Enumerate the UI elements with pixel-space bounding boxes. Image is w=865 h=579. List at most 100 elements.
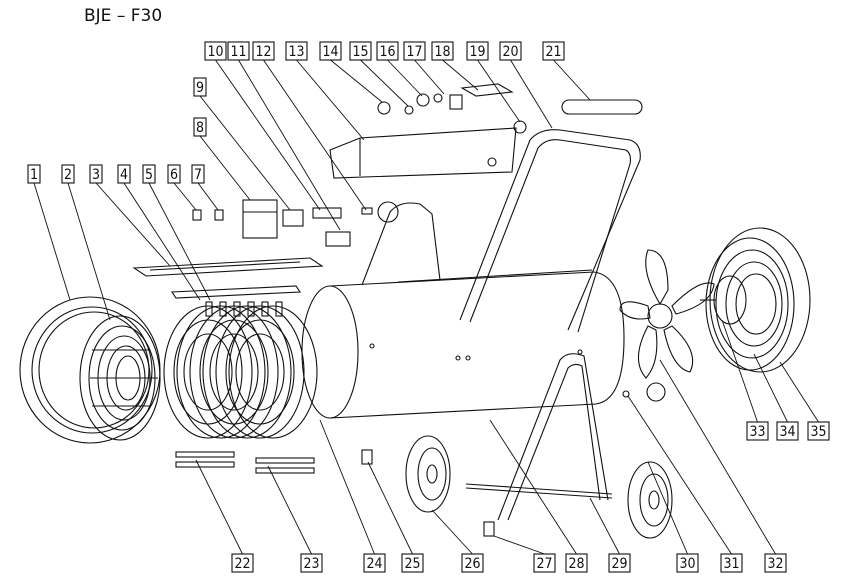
label-text-5: 5	[145, 167, 153, 183]
part-8-control-box	[242, 199, 278, 239]
leader-8	[199, 135, 251, 201]
part-2-front-guard	[79, 315, 161, 441]
part-label-32: 32	[764, 553, 787, 573]
leader-10	[215, 59, 321, 211]
label-text-8: 8	[196, 120, 204, 136]
label-box-8	[193, 117, 207, 137]
label-box-24	[363, 553, 386, 573]
part-26-wheel	[405, 435, 451, 513]
label-text-13: 13	[288, 44, 304, 60]
part-label-4: 4	[117, 164, 131, 184]
part-35-rear-ring	[709, 227, 811, 373]
part-label-15: 15	[349, 41, 372, 61]
label-text-7: 7	[194, 167, 202, 183]
leader-22	[195, 459, 243, 555]
label-box-21	[542, 41, 565, 61]
label-box-30	[676, 553, 699, 573]
part-label-31: 31	[720, 553, 743, 573]
part-label-11: 11	[227, 41, 250, 61]
label-box-33	[746, 421, 769, 441]
label-text-27: 27	[536, 556, 552, 572]
leader-28	[489, 419, 577, 555]
leader-34	[753, 353, 788, 423]
part-label-17: 17	[403, 41, 426, 61]
label-box-10	[204, 41, 227, 61]
part-30-wheel	[627, 461, 673, 539]
label-text-14: 14	[322, 44, 338, 60]
label-text-12: 12	[255, 44, 271, 60]
part-label-35: 35	[807, 421, 830, 441]
part-9-12-switches	[282, 207, 373, 247]
part-label-29: 29	[608, 553, 631, 573]
label-text-21: 21	[545, 44, 561, 60]
part-label-30: 30	[676, 553, 699, 573]
leader-27	[493, 535, 545, 555]
label-box-28	[565, 553, 588, 573]
leader-32	[659, 359, 776, 555]
leader-lines	[33, 59, 819, 555]
leader-20	[510, 59, 553, 129]
part-label-16: 16	[376, 41, 399, 61]
part-21-handle-grip	[561, 99, 643, 115]
leader-16	[387, 59, 423, 97]
part-33-motor	[700, 275, 747, 325]
part-label-5: 5	[142, 164, 156, 184]
part-label-28: 28	[565, 553, 588, 573]
label-text-25: 25	[404, 556, 420, 572]
label-text-18: 18	[434, 44, 450, 60]
label-text-22: 22	[234, 556, 250, 572]
motor-bracket	[361, 201, 441, 286]
label-text-30: 30	[679, 556, 695, 572]
part-label-9: 9	[193, 77, 207, 97]
label-text-24: 24	[366, 556, 382, 572]
part-label-14: 14	[319, 41, 342, 61]
leader-12	[263, 59, 367, 211]
leader-35	[779, 361, 819, 423]
leader-7	[197, 182, 219, 211]
label-text-9: 9	[196, 80, 204, 96]
leader-24	[319, 419, 375, 555]
label-text-10: 10	[207, 44, 223, 60]
label-text-4: 4	[120, 167, 128, 183]
part-label-34: 34	[776, 421, 799, 441]
leader-15	[360, 59, 409, 107]
part-label-26: 26	[461, 553, 484, 573]
part-label-2: 2	[61, 164, 75, 184]
part-3-mounting-plate	[132, 257, 324, 277]
label-text-29: 29	[611, 556, 627, 572]
part-24-cylinder-body	[301, 269, 625, 419]
part-label-8: 8	[193, 117, 207, 137]
label-box-35	[807, 421, 830, 441]
leader-13	[296, 59, 365, 141]
part-label-24: 24	[363, 553, 386, 573]
label-box-34	[776, 421, 799, 441]
leader-33	[721, 319, 758, 423]
label-box-6	[167, 164, 181, 184]
leader-21	[553, 59, 591, 101]
label-text-28: 28	[568, 556, 584, 572]
label-box-22	[231, 553, 254, 573]
part-label-3: 3	[89, 164, 103, 184]
part-14-18-knobs	[377, 83, 514, 115]
label-text-15: 15	[352, 44, 368, 60]
part-6-7-clips	[192, 209, 224, 221]
part-label-10: 10	[204, 41, 227, 61]
label-box-3	[89, 164, 103, 184]
leader-4	[123, 182, 201, 301]
label-box-9	[193, 77, 207, 97]
part-22-23-strips	[175, 451, 315, 474]
label-text-19: 19	[469, 44, 485, 60]
part-label-25: 25	[401, 553, 424, 573]
label-text-3: 3	[92, 167, 100, 183]
label-text-2: 2	[64, 167, 72, 183]
leader-23	[267, 465, 312, 555]
label-text-26: 26	[464, 556, 480, 572]
part-31-bracket-knob	[622, 382, 666, 402]
part-label-23: 23	[300, 553, 323, 573]
label-box-2	[61, 164, 75, 184]
label-box-11	[227, 41, 250, 61]
leader-11	[238, 59, 341, 231]
label-box-23	[300, 553, 323, 573]
label-text-20: 20	[502, 44, 518, 60]
part-label-33: 33	[746, 421, 769, 441]
